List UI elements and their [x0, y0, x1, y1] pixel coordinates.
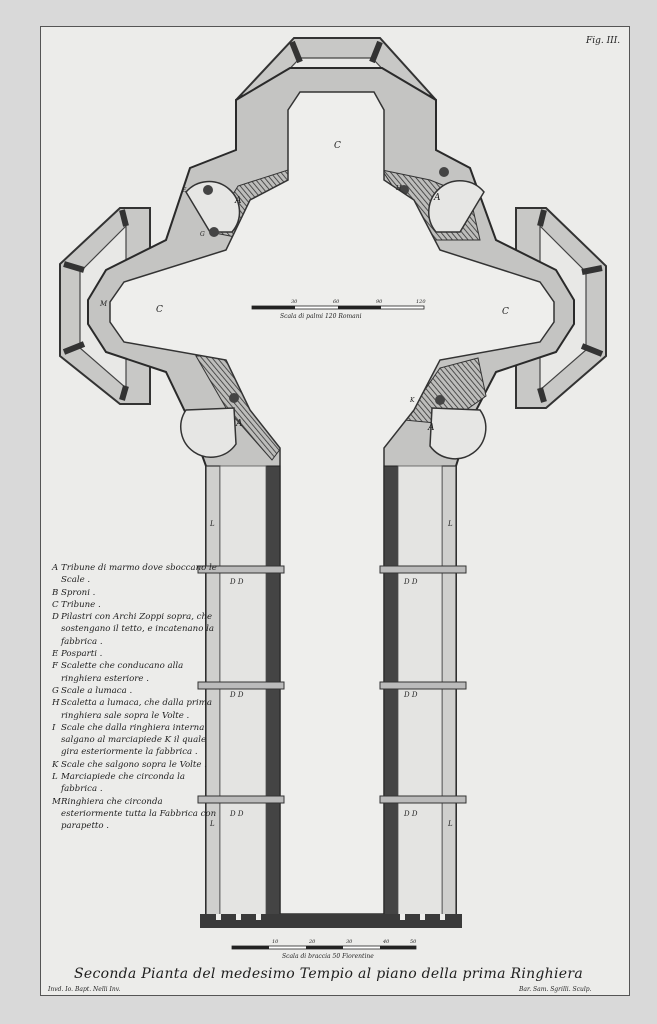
label-dd-6: D D [403, 810, 418, 818]
svg-text:30: 30 [291, 299, 298, 305]
scale-bar-braccia: 10 20 30 40 50 Scala di braccia 50 Fiore… [231, 939, 417, 960]
label-dd-5: D D [229, 810, 244, 818]
svg-text:120: 120 [416, 299, 426, 305]
label-dd-3: D D [229, 691, 244, 699]
figure-label: Fig. III. [586, 36, 621, 46]
scale-lower-caption: Scala di braccia 50 Fiorentine [282, 953, 374, 960]
label-stair-e: E [181, 187, 187, 194]
plan-letters: C C C A A A A M E G H K L L L L D D D D … [99, 141, 509, 828]
label-stair-k: K [409, 397, 415, 404]
label-m: M [99, 300, 108, 308]
cross-inner-floor [109, 91, 555, 915]
svg-text:40: 40 [382, 939, 390, 945]
svg-text:50: 50 [410, 939, 417, 945]
svg-text:60: 60 [333, 299, 340, 305]
plate-title: Seconda Pianta del medesimo Tempio al pi… [73, 966, 583, 982]
label-l-4: L [447, 820, 453, 828]
label-c-west: C [156, 305, 163, 315]
svg-text:20: 20 [308, 939, 316, 945]
credit-designer: Invd. Io. Bapt. Nelli Inv. [48, 986, 121, 993]
svg-text:30: 30 [346, 939, 353, 945]
label-c-north: C [334, 141, 341, 151]
credit-engraver: Bar. Sam. Sgrilli. Sculp. [519, 986, 592, 993]
tribune-rooms [180, 180, 487, 460]
label-dd-4: D D [403, 691, 418, 699]
nave-side-walls [205, 465, 457, 921]
label-c-east: C [502, 307, 509, 317]
label-stair-g: G [200, 231, 205, 238]
label-a-nw: A [234, 196, 242, 206]
label-a-se: A [427, 423, 435, 433]
label-dd-1: D D [229, 578, 244, 586]
svg-text:10: 10 [272, 939, 279, 945]
scale-bar-palmi: 30 60 90 120 Scala di palmi 120 Romani [251, 299, 426, 320]
label-l-2: L [447, 520, 453, 528]
svg-text:90: 90 [376, 299, 383, 305]
label-l-1: L [209, 520, 215, 528]
label-l-3: L [209, 820, 215, 828]
scale-upper-caption: Scala di palmi 120 Romani [280, 313, 362, 320]
label-dd-2: D D [403, 578, 418, 586]
label-stair-h: H [395, 185, 402, 192]
west-end-wall [200, 914, 462, 928]
label-a-ne: A [433, 193, 441, 203]
pier-beams [197, 565, 467, 804]
label-a-sw: A [235, 419, 243, 429]
